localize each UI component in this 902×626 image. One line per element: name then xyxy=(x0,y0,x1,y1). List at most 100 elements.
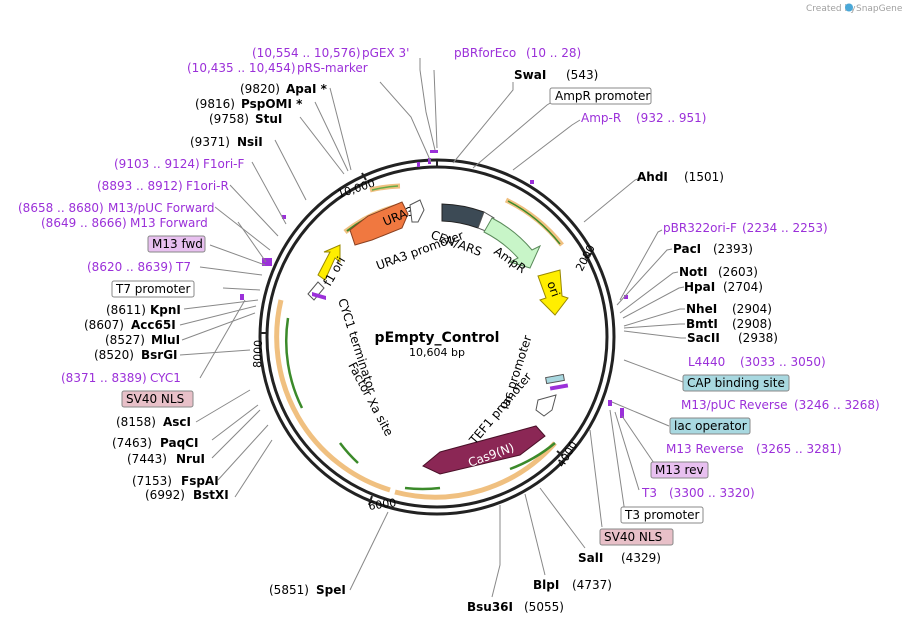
enzyme-pos: (2908) xyxy=(732,317,772,331)
feature-ura3-promoter-arrow xyxy=(409,199,425,223)
primer-m13-forward[interactable]: (8649 .. 8666) M13 Forward xyxy=(41,216,208,230)
enzyme-acc65i[interactable]: (8607) Acc65I xyxy=(84,318,176,332)
box-m13-fwd[interactable]: M13 fwd xyxy=(147,235,206,253)
enzyme-paqci[interactable]: (7463) PaqCI xyxy=(112,436,198,450)
primer-f1ori-f[interactable]: (9103 .. 9124) F1ori-F xyxy=(114,157,244,171)
enzyme-name: Bsu36I xyxy=(467,600,513,614)
tick-label-8000: 8000 xyxy=(251,340,265,368)
enzyme-pos: (9820) xyxy=(240,82,280,96)
enzyme-nsii[interactable]: (9371) NsiI xyxy=(190,135,263,149)
primer-name: pRS-marker xyxy=(297,61,368,75)
feature-f1-ori[interactable] xyxy=(317,244,341,281)
enzyme-nrui[interactable]: (7443) NruI xyxy=(127,452,205,466)
enzyme-pos: (543) xyxy=(566,68,598,82)
enzyme-blpi[interactable]: BlpI (4737) xyxy=(533,578,612,592)
feature-ori[interactable]: ori xyxy=(537,269,569,316)
enzyme-asci[interactable]: (8158) AscI xyxy=(116,415,191,429)
enzyme-pos: (2704) xyxy=(723,280,763,294)
enzyme-name: Acc65I xyxy=(131,318,176,332)
credit-brand: SnapGene xyxy=(856,4,902,14)
enzyme-ahdi[interactable]: AhdI (1501) xyxy=(637,170,724,184)
primer-prs-marker[interactable]: (10,435 .. 10,454) pRS-marker xyxy=(187,61,368,75)
primer-l4440[interactable]: L4440 (3033 .. 3050) xyxy=(688,355,826,369)
enzyme-name: PacI xyxy=(673,242,701,256)
box-lac-operator[interactable]: lac operator xyxy=(669,417,751,435)
tick-label-6000: 6000 xyxy=(368,496,398,513)
primer-m13-reverse[interactable]: M13 Reverse (3265 .. 3281) xyxy=(666,442,842,456)
plasmid-length: 10,604 bp xyxy=(409,346,465,359)
primer-amp-r[interactable]: Amp-R (932 .. 951) xyxy=(581,111,706,125)
enzyme-pos: (7463) xyxy=(112,436,152,450)
primer-m13-puc-forward[interactable]: (8658 .. 8680) M13/pUC Forward xyxy=(18,201,215,215)
primer-m13-puc-reverse[interactable]: M13/pUC Reverse (3246 .. 3268) xyxy=(681,398,880,412)
enzyme-fspai[interactable]: (7153) FspAI xyxy=(132,474,219,488)
enzyme-bsu36i[interactable]: Bsu36I (5055) xyxy=(467,600,564,614)
primer-pbrforeco[interactable]: pBRforEco (10 .. 28) xyxy=(454,46,581,60)
enzyme-name: MluI xyxy=(151,333,180,347)
enzyme-pos: (2393) xyxy=(713,242,753,256)
primer-name: CYC1 xyxy=(150,371,181,385)
enzyme-pos: (7153) xyxy=(132,474,172,488)
enzyme-name: NsiI xyxy=(237,135,263,149)
box-t7-promoter[interactable]: T7 promoter xyxy=(111,280,195,298)
enzyme-pos: (6992) xyxy=(145,488,185,502)
box-sv40-nls-left[interactable]: SV40 NLS xyxy=(121,390,194,408)
leader-lines xyxy=(179,58,686,598)
primer-name: M13 Forward xyxy=(130,216,208,230)
primer-name: T7 xyxy=(175,260,191,274)
primer-range: (3265 .. 3281) xyxy=(756,442,842,456)
enzyme-paci[interactable]: PacI (2393) xyxy=(673,242,753,256)
box-sv40-nls-right[interactable]: SV40 NLS xyxy=(599,528,674,546)
enzyme-name: KpnI xyxy=(150,303,181,317)
enzyme-bstxi[interactable]: (6992) BstXI xyxy=(145,488,229,502)
enzyme-spei[interactable]: (5851) SpeI xyxy=(269,583,346,597)
enzyme-apai[interactable]: (9820) ApaI * xyxy=(240,82,328,96)
primer-pgex3[interactable]: (10,554 .. 10,576) pGEX 3' xyxy=(252,46,409,60)
enzyme-sali[interactable]: SalI (4329) xyxy=(578,551,661,565)
enzyme-pos: (9816) xyxy=(195,97,235,111)
primer-range: (10 .. 28) xyxy=(526,46,581,60)
enzyme-nhei[interactable]: NheI (2904) xyxy=(686,302,772,316)
box-t3-promoter[interactable]: T3 promoter xyxy=(620,506,704,524)
enzyme-pos: (5851) xyxy=(269,583,309,597)
primer-t7[interactable]: (8620 .. 8639) T7 xyxy=(87,260,191,274)
enzyme-pos: (8158) xyxy=(116,415,156,429)
enzyme-mlui[interactable]: (8527) MluI xyxy=(105,333,180,347)
plasmid-name: pEmpty_Control xyxy=(375,330,500,346)
enzyme-swai[interactable]: SwaI (543) xyxy=(514,68,598,82)
enzyme-bsrgi[interactable]: (8520) BsrGI xyxy=(94,348,178,362)
enzyme-stui[interactable]: (9758) StuI xyxy=(209,112,282,126)
box-cap-binding[interactable]: CAP binding site xyxy=(682,374,790,392)
enzyme-kpni[interactable]: (8611) KpnI xyxy=(106,303,181,317)
enzyme-pos: (4329) xyxy=(621,551,661,565)
enzyme-labels: SwaI (543) AhdI (1501) PacI (2393) NotI … xyxy=(84,68,778,614)
enzyme-sacii[interactable]: SacII (2938) xyxy=(687,331,778,345)
primer-name: F1ori-R xyxy=(186,179,229,193)
ura3-promoter-label: URA3 promoter xyxy=(374,228,465,273)
enzyme-pos: (9758) xyxy=(209,112,249,126)
feature-ampr[interactable] xyxy=(483,217,542,269)
primer-t3[interactable]: T3 (3300 .. 3320) xyxy=(641,486,755,500)
enzyme-pspomi[interactable]: (9816) PspOMI * xyxy=(195,97,303,111)
enzyme-name: AscI xyxy=(163,415,191,429)
primer-name: F1ori-F xyxy=(203,157,244,171)
enzyme-name: PspOMI * xyxy=(241,97,303,111)
primer-f1ori-r[interactable]: (8893 .. 8912) F1ori-R xyxy=(97,179,229,193)
enzyme-bmti[interactable]: BmtI (2908) xyxy=(686,317,772,331)
box-text: T3 promoter xyxy=(624,508,700,522)
primer-name: pBRforEco xyxy=(454,46,516,60)
enzyme-name: AhdI xyxy=(637,170,668,184)
box-m13-rev[interactable]: M13 rev xyxy=(650,461,709,479)
box-ampr-promoter[interactable]: AmpR promoter xyxy=(549,87,652,105)
primer-name: M13/pUC Forward xyxy=(108,201,215,215)
enzyme-hpai[interactable]: HpaI (2704) xyxy=(684,280,763,294)
primer-cyc1[interactable]: (8371 .. 8389) CYC1 xyxy=(61,371,181,385)
enzyme-noti[interactable]: NotI (2603) xyxy=(679,265,758,279)
box-text: CAP binding site xyxy=(687,376,785,390)
enzyme-name: BlpI xyxy=(533,578,559,592)
primer-pbr322ori-f[interactable]: pBR322ori-F (2234 .. 2253) xyxy=(663,221,828,235)
enzyme-pos: (4737) xyxy=(572,578,612,592)
primer-name: pBR322ori-F xyxy=(663,221,737,235)
enzyme-pos: (5055) xyxy=(524,600,564,614)
primer-name: Amp-R xyxy=(581,111,621,125)
